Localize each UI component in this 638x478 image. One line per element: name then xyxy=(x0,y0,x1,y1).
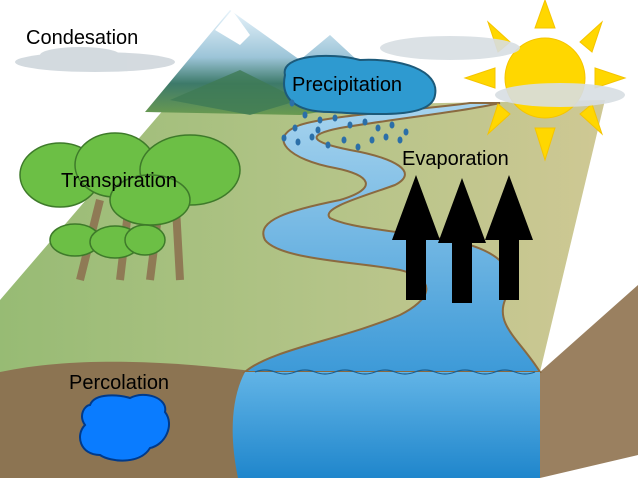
raindrop xyxy=(295,138,301,146)
raindrop xyxy=(281,134,287,142)
raindrop xyxy=(325,141,331,149)
raindrop xyxy=(347,121,353,129)
label-percolation: Percolation xyxy=(69,372,170,394)
trees xyxy=(19,132,241,281)
raindrop xyxy=(403,128,409,136)
river xyxy=(242,102,542,373)
raindrop xyxy=(309,133,315,141)
condensation-cloud xyxy=(15,47,175,72)
evaporation-arrows xyxy=(392,175,533,303)
rain-cloud xyxy=(283,54,437,116)
raindrops xyxy=(281,99,409,151)
raindrop xyxy=(315,126,321,134)
soil-right-face xyxy=(540,285,638,478)
raindrop xyxy=(317,116,323,124)
raindrop xyxy=(332,114,338,122)
raindrop xyxy=(375,124,381,132)
raindrop xyxy=(383,133,389,141)
sun-cloud-1 xyxy=(380,36,625,107)
raindrop xyxy=(289,99,295,107)
raindrop xyxy=(389,121,395,129)
groundwater-pool xyxy=(79,393,170,462)
raindrop xyxy=(397,136,403,144)
label-evaporation: Evaporation xyxy=(402,148,509,170)
sun-icon xyxy=(463,0,627,162)
label-condensation: Condesation xyxy=(26,27,139,49)
raindrop xyxy=(302,111,308,119)
raindrop xyxy=(292,124,298,132)
raindrop xyxy=(369,136,375,144)
label-transpiration: Transpiration xyxy=(61,170,177,192)
raindrop xyxy=(355,143,361,151)
river-front xyxy=(232,372,541,478)
raindrop xyxy=(341,136,347,144)
raindrop xyxy=(362,118,368,126)
label-precipitation: Precipitation xyxy=(292,74,403,96)
